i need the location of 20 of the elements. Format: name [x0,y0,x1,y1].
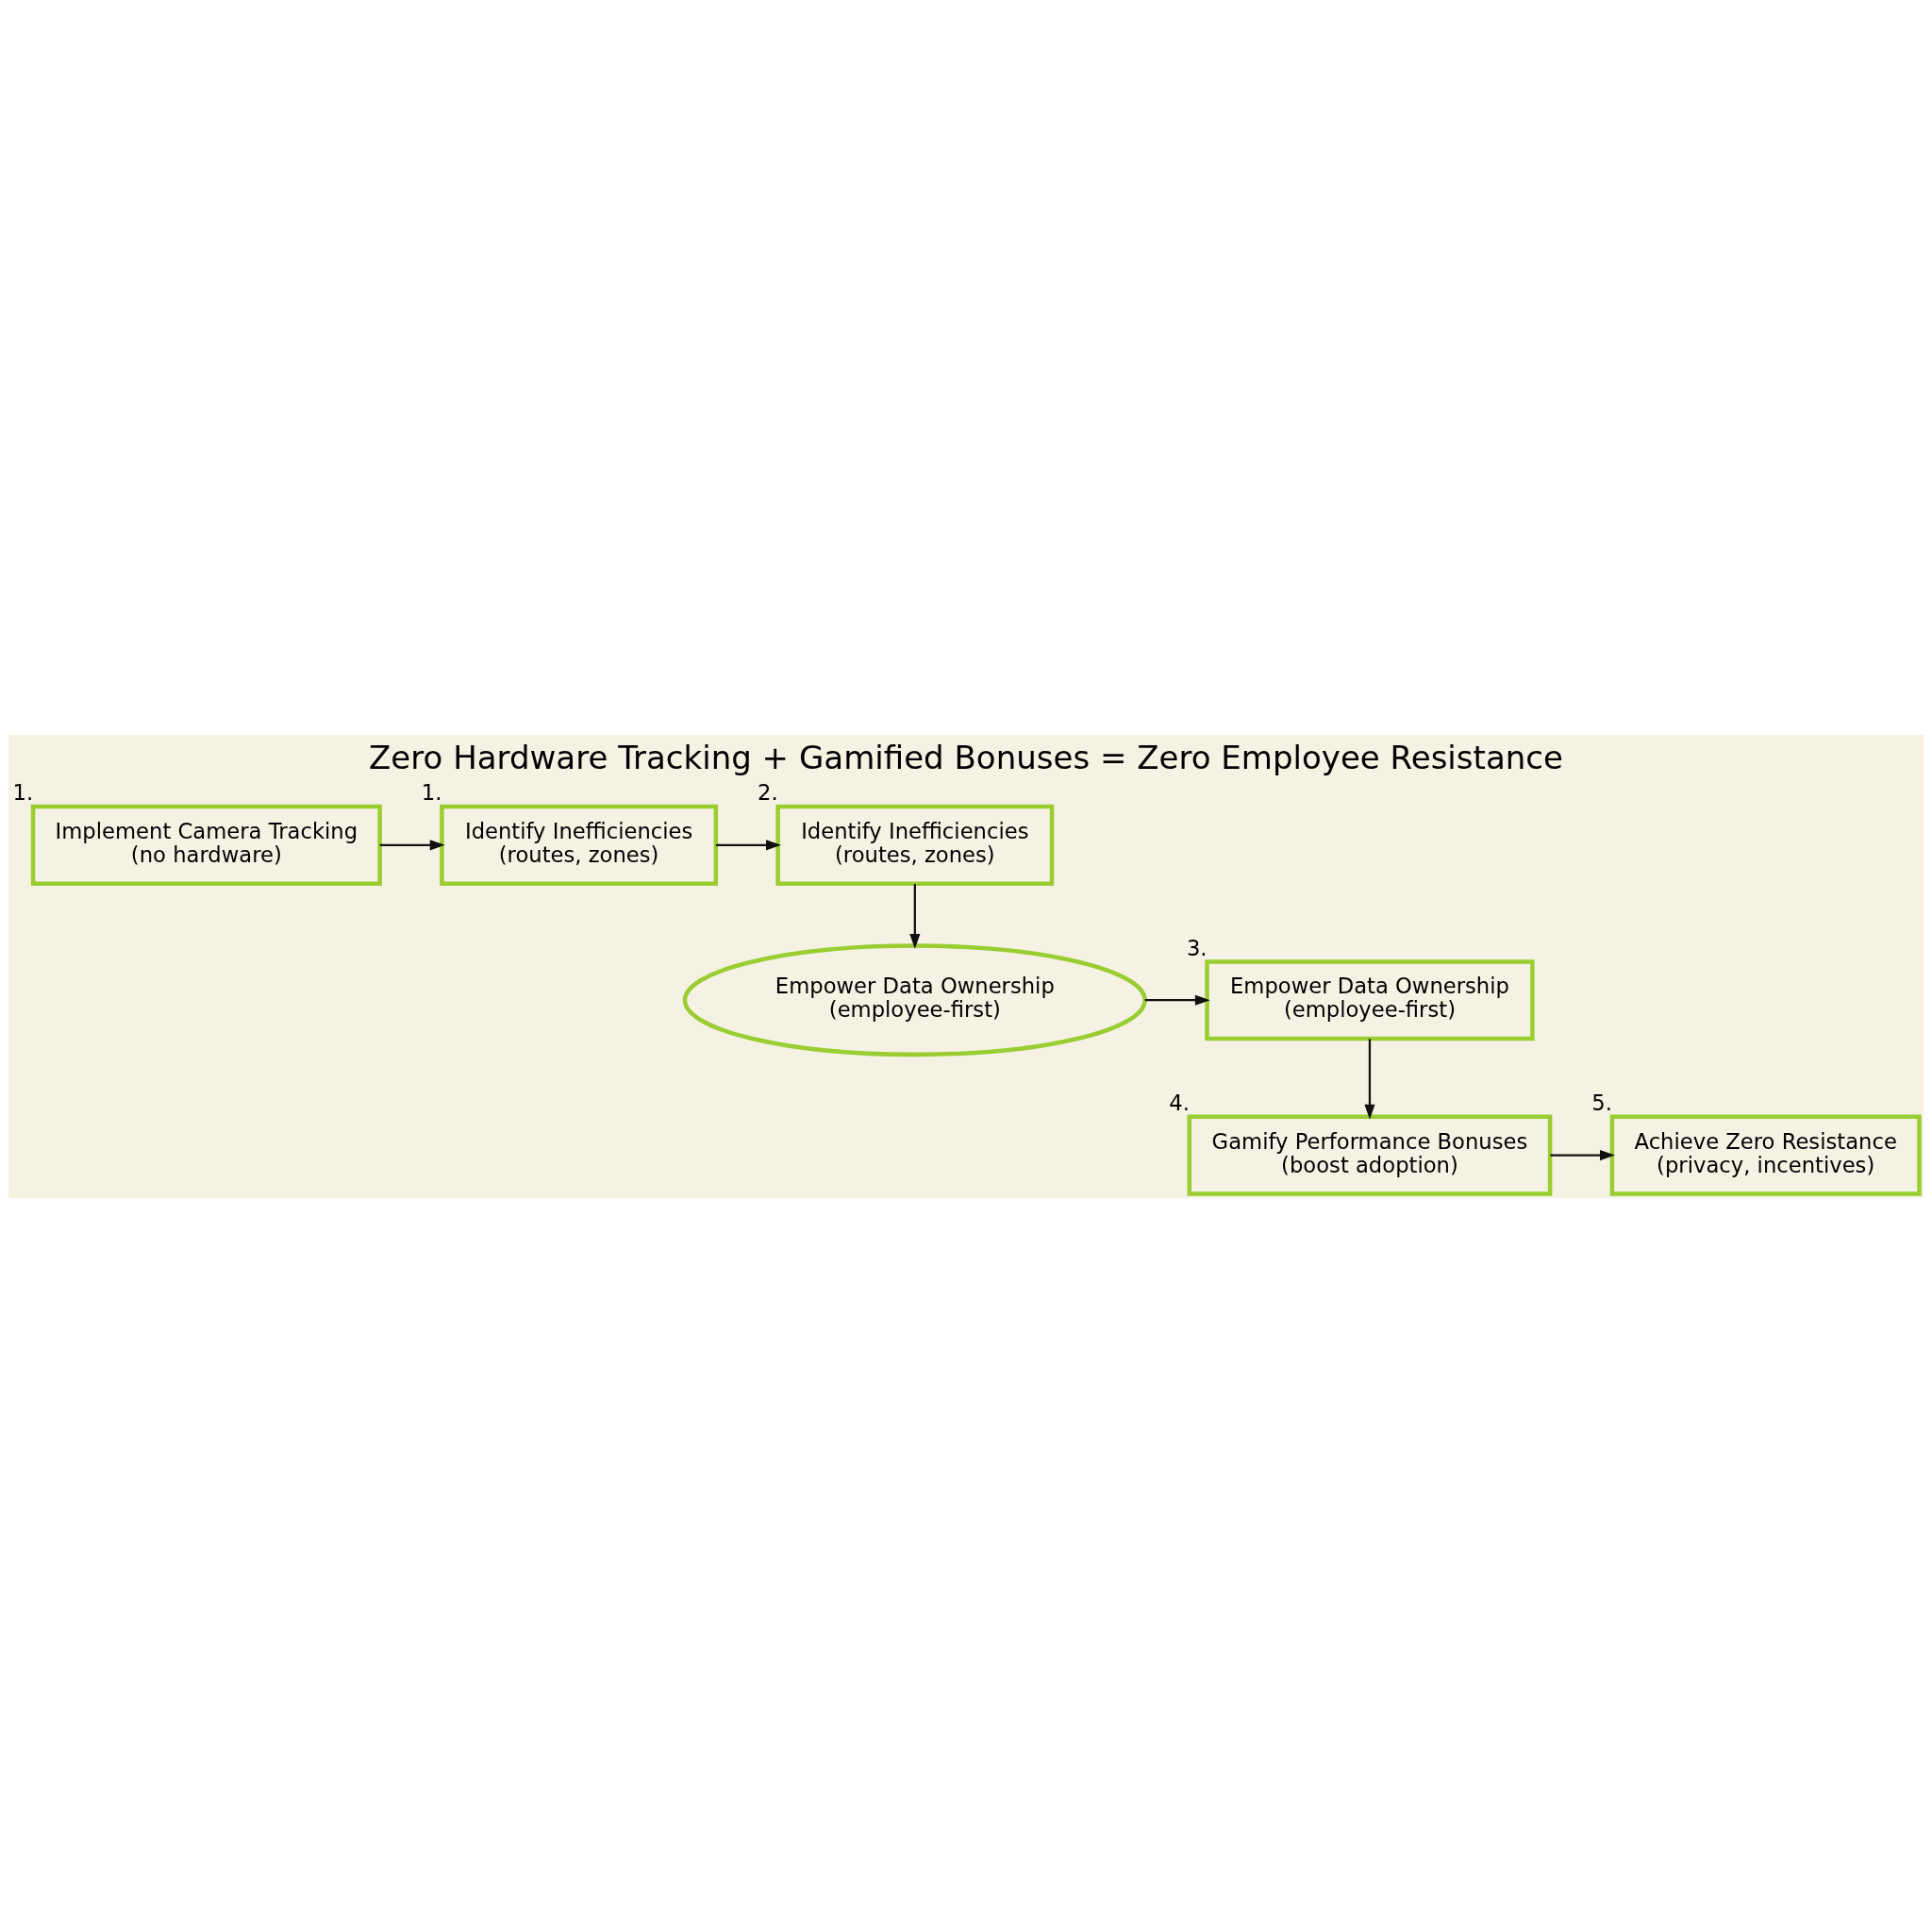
diagram-title: Zero Hardware Tracking + Gamified Bonuses = Zero Employee Resistance [369,738,1563,776]
node-label: 4. [1169,1090,1190,1115]
node-label: 2. [758,779,778,805]
node-box: Identify Inefficiencies (routes, zones) [440,804,719,886]
arrow [379,839,445,850]
node-label: 5. [1591,1090,1612,1115]
node-label: 1. [12,779,34,805]
arrow [1144,994,1210,1006]
arrow [909,883,921,949]
node-box: Identify Inefficiencies (routes, zones) [775,804,1055,886]
node-label: 1. [421,779,442,805]
node-ellipse: Empower Data Ownership (employee-first) [682,942,1147,1057]
arrow [1550,1149,1615,1160]
node-box: Gamify Performance Bonuses (boost adoption) [1187,1114,1553,1196]
node-box: Achieve Zero Resistance (privacy, incentives) [1609,1114,1922,1196]
arrow [1364,1038,1375,1120]
node-label: 3. [1186,935,1208,960]
node-box: Empower Data Ownership (employee-first) [1205,958,1535,1041]
arrow [716,839,781,850]
node-box: Implement Camera Tracking (no hardware) [30,804,382,886]
